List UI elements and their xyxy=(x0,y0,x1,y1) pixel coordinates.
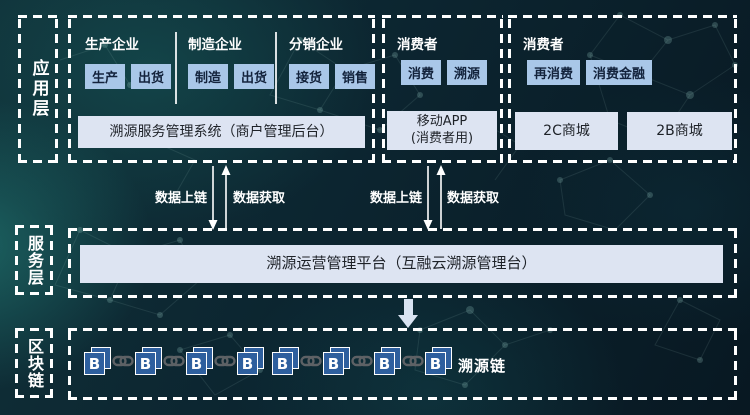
data-fetch-label: 数据获取 xyxy=(233,191,286,206)
consumer-app-box: 消费者 消费 溯源 移动APP (消费者用) xyxy=(382,15,503,163)
platform-bar: 溯源运营管理平台（互融云溯源管理台） xyxy=(80,245,723,283)
service-layer-label-box: 服务层 xyxy=(15,225,53,295)
trace-chain-label: 溯源链 xyxy=(458,357,507,375)
app-layer-label: 应用层 xyxy=(28,59,49,119)
data-fetch-label: 数据获取 xyxy=(447,191,500,206)
mobile-app-bar: 移动APP (消费者用) xyxy=(387,111,497,150)
chain-link-icon xyxy=(300,355,322,367)
app-layer-enterprise-box: 生产企业 生产 出货 制造企业 制造 出货 分销企业 接货 销售 溯源服务管理系… xyxy=(68,15,376,163)
chain-link-icon xyxy=(112,355,134,367)
data-upchain-label: 数据上链 xyxy=(155,191,208,206)
mall-2b-bar: 2B商城 xyxy=(627,112,732,150)
blockchain-chain: B B B B B B xyxy=(84,347,452,375)
block-icon: B xyxy=(374,347,401,375)
manufacturer-group-title: 制造企业 xyxy=(188,37,242,53)
blockchain-layer-label: 区块链 xyxy=(25,337,44,389)
manufacture-chip: 制造 xyxy=(188,64,229,89)
consumer-finance-chip: 消费金融 xyxy=(586,60,653,85)
block-icon: B xyxy=(425,347,452,375)
manufacturer-group: 制造企业 制造 出货 xyxy=(188,33,275,89)
consumer-title: 消费者 xyxy=(397,37,438,53)
block-icon: B xyxy=(135,347,162,375)
mobile-app-line2: (消费者用) xyxy=(410,130,474,146)
data-upchain-label: 数据上链 xyxy=(370,191,423,206)
trace-chip: 溯源 xyxy=(447,60,488,85)
service-layer-label: 服务层 xyxy=(25,234,44,286)
reconsume-chip: 再消费 xyxy=(527,60,581,85)
block-icon: B xyxy=(186,347,213,375)
blockchain-layer-label-box: 区块链 xyxy=(15,328,53,398)
consumer-mall-box: 消费者 再消费 消费金融 2C商城 2B商城 xyxy=(508,15,737,163)
consumer-title: 消费者 xyxy=(523,37,564,53)
mall-2c-bar: 2C商城 xyxy=(515,112,618,150)
service-layer-box: 溯源运营管理平台（互融云溯源管理台） xyxy=(68,228,737,298)
block-icon: B xyxy=(323,347,350,375)
merchant-backend-bar: 溯源服务管理系统（商户管理后台） xyxy=(78,116,365,148)
mobile-app-line1: 移动APP xyxy=(416,113,468,129)
distributor-group: 分销企业 接货 销售 xyxy=(289,33,376,89)
app-layer-label-box: 应用层 xyxy=(18,15,58,163)
ship-chip: 出货 xyxy=(234,64,275,89)
chain-link-icon xyxy=(163,355,185,367)
consume-chip: 消费 xyxy=(401,60,442,85)
group-divider xyxy=(275,32,277,104)
produce-chip: 生产 xyxy=(85,64,126,89)
block-icon: B xyxy=(237,347,264,375)
chain-link-icon xyxy=(351,355,373,367)
up-down-arrows-icon xyxy=(423,165,446,230)
producer-group: 生产企业 生产 出货 xyxy=(85,33,172,89)
producer-group-title: 生产企业 xyxy=(85,37,139,53)
group-divider xyxy=(175,32,177,104)
chain-link-icon xyxy=(214,355,236,367)
receive-chip: 接货 xyxy=(289,64,330,89)
block-icon: B xyxy=(84,347,111,375)
up-down-arrows-icon xyxy=(208,165,231,230)
sell-chip: 销售 xyxy=(335,64,376,89)
ship-chip: 出货 xyxy=(131,64,172,89)
distributor-group-title: 分销企业 xyxy=(289,37,343,53)
chain-link-icon xyxy=(402,355,424,367)
block-icon: B xyxy=(272,347,299,375)
